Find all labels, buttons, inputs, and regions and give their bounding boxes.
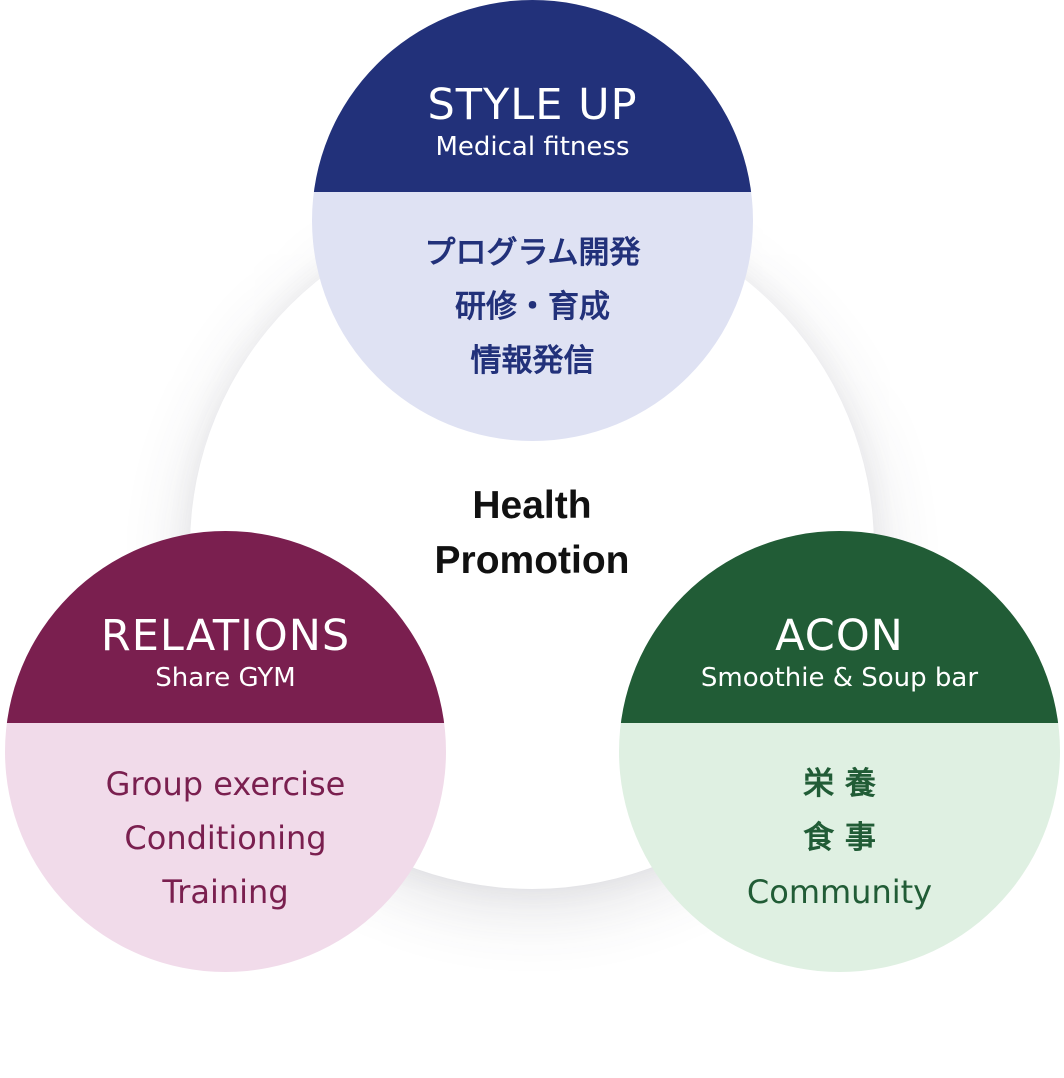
style-up-item: 研修・育成 (455, 289, 610, 325)
acon-body: 栄 養 食 事 Community (619, 723, 1060, 972)
center-label-line1: Health (472, 484, 592, 527)
style-up-header: STYLE UP Medical fitness (312, 0, 753, 192)
relations-item: Conditioning (124, 819, 327, 857)
relations-header: RELATIONS Share GYM (5, 531, 446, 723)
style-up-item: 情報発信 (470, 343, 595, 379)
style-up-item: プログラム開発 (424, 235, 641, 271)
style-up-body: プログラム開発 研修・育成 情報発信 (312, 192, 753, 441)
relations-circle: RELATIONS Share GYM Group exercise Condi… (5, 531, 446, 972)
acon-subtitle: Smoothie & Soup bar (700, 663, 979, 693)
acon-item: 食 事 (803, 820, 876, 856)
acon-item: 栄 養 (803, 766, 876, 802)
relations-subtitle: Share GYM (155, 663, 296, 693)
acon-circle: ACON Smoothie & Soup bar 栄 養 食 事 Communi… (619, 531, 1060, 972)
acon-item: Community (746, 873, 933, 911)
acon-header: ACON Smoothie & Soup bar (619, 531, 1060, 723)
style-up-circle: STYLE UP Medical fitness プログラム開発 研修・育成 情… (312, 0, 753, 441)
center-label: Health Promotion (382, 478, 682, 588)
relations-item: Group exercise (105, 765, 346, 803)
style-up-title: STYLE UP (427, 80, 638, 130)
relations-item: Training (162, 873, 289, 911)
center-label-line2: Promotion (434, 539, 630, 582)
acon-title: ACON (775, 611, 904, 661)
relations-title: RELATIONS (100, 611, 351, 661)
style-up-subtitle: Medical fitness (435, 132, 630, 162)
relations-body: Group exercise Conditioning Training (5, 723, 446, 972)
